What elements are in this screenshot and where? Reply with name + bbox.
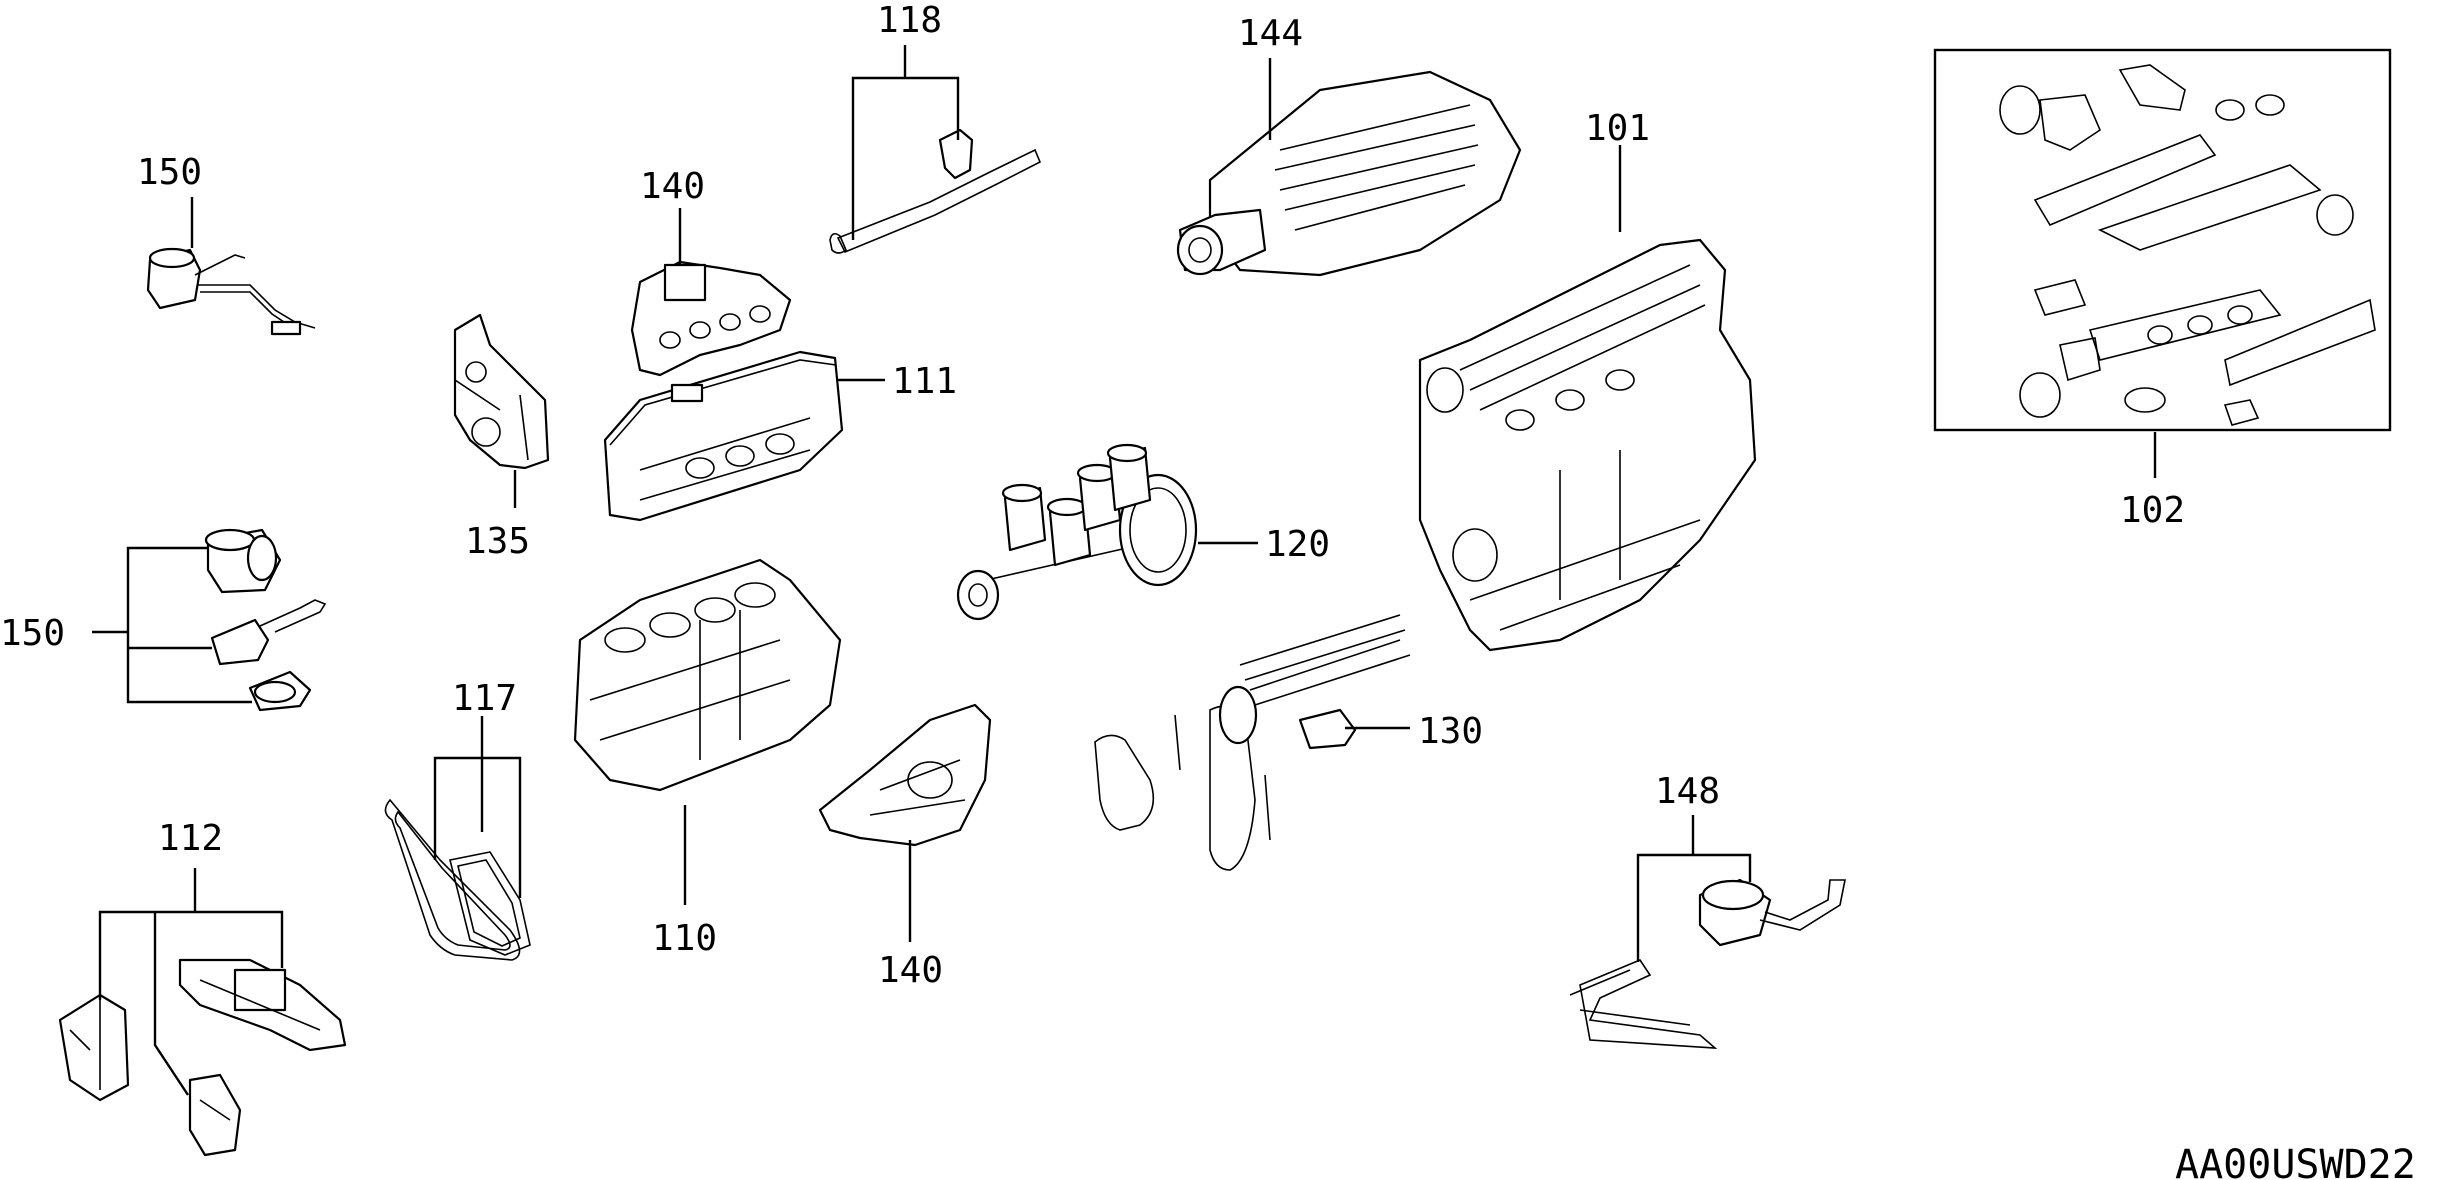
part-102-drawing [1933, 48, 2392, 432]
part-label-135: 135 [465, 521, 530, 562]
part-label-130: 130 [1418, 711, 1483, 752]
part-label-140-bottom: 140 [878, 950, 943, 991]
part-label-101: 101 [1585, 108, 1650, 149]
part-label-112: 112 [158, 818, 223, 859]
part-118-drawing [829, 128, 1042, 254]
part-label-102: 102 [2120, 490, 2185, 531]
part-label-118: 118 [877, 0, 942, 41]
part-101-drawing [1418, 238, 1757, 652]
part-148-drawing [1569, 878, 1846, 1049]
part-label-150: 150 [0, 613, 65, 654]
part-135-drawing [453, 313, 550, 470]
part-label-140-top: 140 [640, 166, 705, 207]
part-117-drawing [384, 798, 531, 961]
part-130-drawing [1094, 614, 1411, 871]
part-label-144: 144 [1238, 13, 1303, 54]
part-120-drawing [956, 443, 1198, 621]
diagram-code: AA00USWD22 [2175, 1142, 2416, 1180]
part-144-drawing [1176, 70, 1522, 277]
part-112-drawing [58, 958, 347, 1157]
part-140-top-drawing [630, 260, 792, 377]
leader-lines [92, 45, 2157, 1096]
part-label-148: 148 [1655, 771, 1720, 812]
part-label-111: 111 [892, 361, 957, 402]
part-label-110: 110 [652, 918, 717, 959]
part-140-bottom-drawing [818, 703, 992, 847]
part-147-drawing [146, 247, 316, 336]
part-110-drawing [573, 558, 842, 792]
part-150-drawing [204, 528, 327, 712]
part-label-120: 120 [1265, 524, 1330, 565]
part-label-147: 150 [137, 152, 202, 193]
part-label-117: 117 [452, 678, 517, 719]
part-111-drawing [603, 350, 844, 522]
